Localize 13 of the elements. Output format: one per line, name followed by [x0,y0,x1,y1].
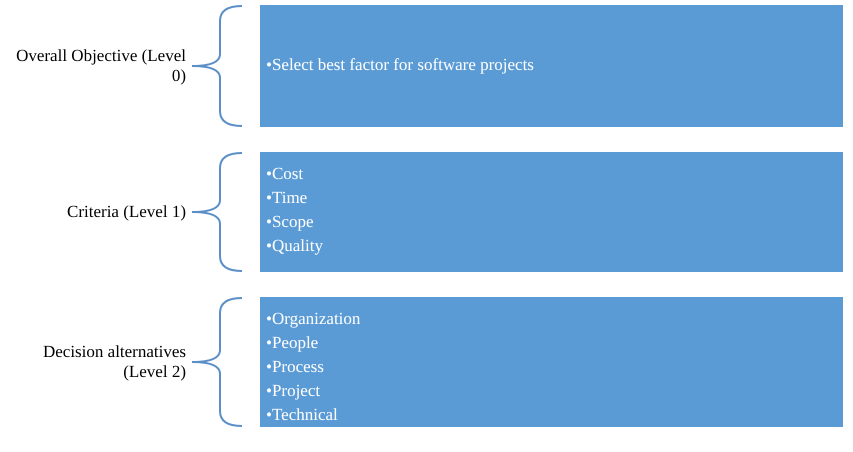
level-heading: Overall Objective (Level 0) [15,46,186,86]
bullet-item: •Process [266,356,325,378]
bullet-item: •People [266,332,320,354]
bullet-item: •Project [266,380,322,402]
bullet-item: •Organization [266,308,362,330]
bullet-item: •Scope [266,211,314,233]
bullet-item: •Time [266,187,308,209]
bullet-item: •Cost [266,163,304,185]
level-heading: Criteria (Level 1) [66,202,186,222]
bullet-item: •Technical [266,404,339,426]
level-heading: Decision alternatives (Level 2) [42,342,186,382]
bullet-item: •Quality [266,235,324,257]
bullet-item: •Select best factor for software projects [266,54,535,76]
